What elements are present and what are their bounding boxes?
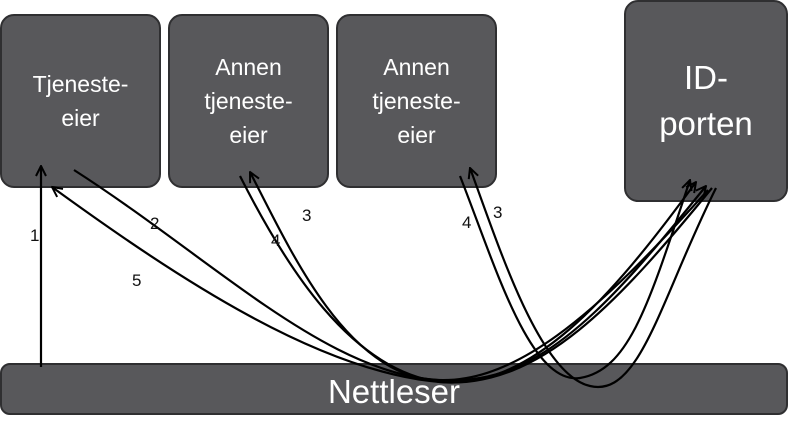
other-service-owner-label-1: Annen tjeneste- eier <box>204 54 293 148</box>
arrow-label-4-first: 4 <box>271 231 281 250</box>
other-service-owner-label-2: Annen tjeneste- eier <box>372 54 461 148</box>
id-porten-label: ID- porten <box>659 59 753 142</box>
arrow-label-2: 2 <box>150 214 160 233</box>
arrow-4-first <box>239 175 696 384</box>
service-owner-label: Tjeneste- eier <box>32 71 129 131</box>
arrow-4-second <box>458 175 690 380</box>
service-owner-box: Tjeneste- eier <box>0 14 161 188</box>
arrow-3-second <box>470 168 717 389</box>
id-porten-box: ID- porten <box>624 0 788 202</box>
arrow-label-3-second: 3 <box>493 203 503 222</box>
arrow-2 <box>73 169 706 382</box>
arrow-label-5: 5 <box>132 271 142 290</box>
arrow-label-1: 1 <box>30 226 40 245</box>
other-service-owner-box-2: Annen tjeneste- eier <box>336 14 497 188</box>
other-service-owner-box-1: Annen tjeneste- eier <box>168 14 329 188</box>
arrow-label-3-first: 3 <box>302 206 312 225</box>
arrow-label-4-second: 4 <box>462 213 472 232</box>
